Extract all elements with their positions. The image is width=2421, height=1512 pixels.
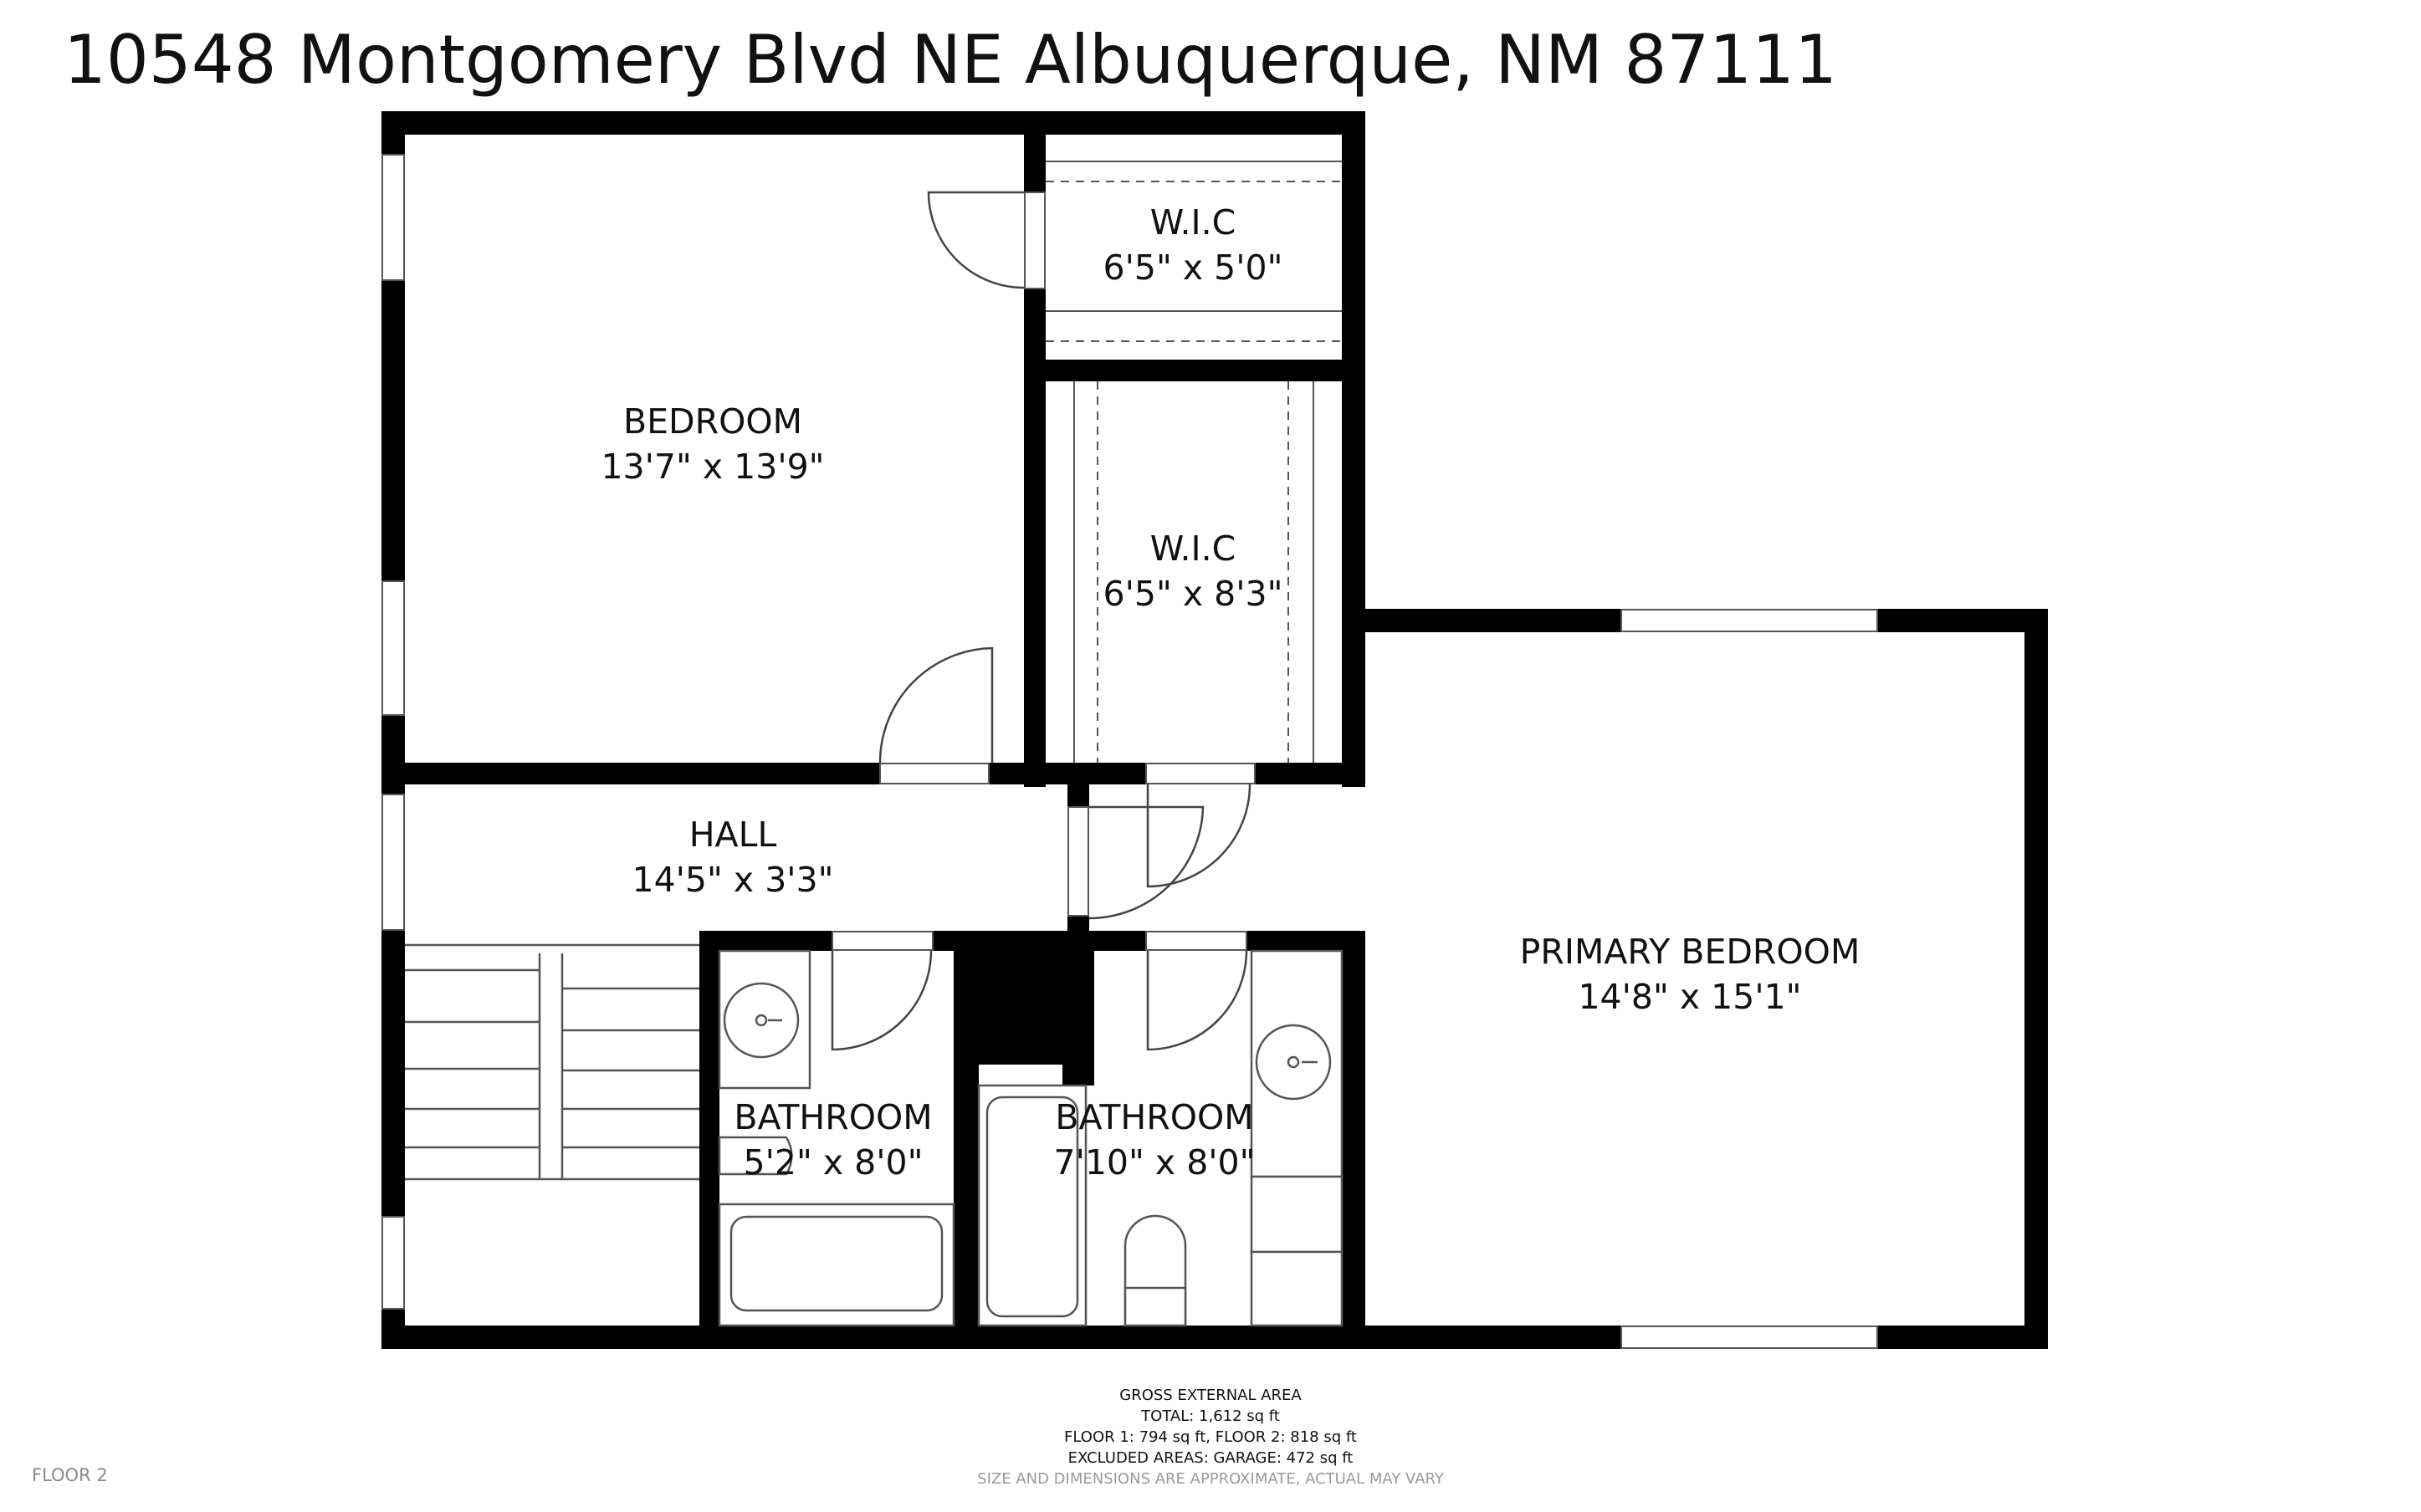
room-dims-hall: 14'5" x 3'3" bbox=[632, 860, 833, 900]
area-disclaimer: SIZE AND DIMENSIONS ARE APPROXIMATE, ACT… bbox=[977, 1470, 1444, 1488]
window bbox=[381, 154, 405, 281]
area-total: TOTAL: 1,612 sq ft bbox=[1141, 1407, 1280, 1425]
door-swing bbox=[1088, 805, 1205, 920]
wall bbox=[1046, 360, 1342, 381]
room-dims-bath-right: 7'10" x 8'0" bbox=[1053, 1142, 1255, 1183]
wall bbox=[381, 111, 405, 1349]
wall bbox=[699, 931, 719, 1349]
tub-basin bbox=[985, 1096, 1079, 1318]
openings bbox=[381, 154, 1878, 1349]
wall bbox=[1342, 111, 1365, 787]
doorway bbox=[832, 931, 934, 951]
doorway bbox=[879, 763, 990, 784]
room-labels: BEDROOM 13'7" x 13'9" W.I.C 6'5" x 5'0" … bbox=[601, 202, 1860, 1183]
tub-basin bbox=[729, 1215, 944, 1312]
address-title: 10548 Montgomery Blvd NE Albuquerque, NM… bbox=[64, 21, 1837, 99]
door-swing bbox=[927, 191, 1025, 289]
window bbox=[1620, 1326, 1878, 1349]
wall bbox=[1062, 931, 1094, 1085]
doorway bbox=[1145, 763, 1256, 784]
wall bbox=[381, 111, 1365, 135]
door-swings bbox=[831, 191, 1251, 1051]
wall bbox=[1342, 931, 1365, 1349]
window bbox=[381, 1216, 405, 1310]
door-swing bbox=[878, 646, 994, 764]
room-dims-primary: 14'8" x 15'1" bbox=[1578, 977, 1801, 1017]
drain-icon bbox=[755, 1014, 768, 1027]
wall bbox=[2024, 609, 2048, 1349]
room-name-bath-left: BATHROOM bbox=[734, 1097, 932, 1137]
door-swing bbox=[831, 950, 933, 1051]
window bbox=[381, 580, 405, 716]
room-name-bath-right: BATHROOM bbox=[1055, 1097, 1253, 1137]
area-floors: FLOOR 1: 794 sq ft, FLOOR 2: 818 sq ft bbox=[1064, 1428, 1357, 1446]
room-dims-wic-mid: 6'5" x 8'3" bbox=[1103, 574, 1283, 614]
closet-shelves bbox=[1046, 161, 1342, 763]
doorway bbox=[1024, 192, 1046, 289]
cabinet bbox=[1250, 1250, 1344, 1327]
room-name-hall: HALL bbox=[689, 815, 777, 855]
room-dims-bath-left: 5'2" x 8'0" bbox=[744, 1142, 924, 1183]
stairs bbox=[405, 943, 699, 1181]
wall bbox=[954, 931, 1079, 1065]
room-name-wic-mid: W.I.C bbox=[1150, 529, 1236, 569]
room-name-primary: PRIMARY BEDROOM bbox=[1520, 932, 1861, 972]
fixtures bbox=[718, 949, 1344, 1327]
door-swing bbox=[1146, 950, 1248, 1051]
area-heading: GROSS EXTERNAL AREA bbox=[1119, 1387, 1302, 1404]
window bbox=[381, 794, 405, 931]
toilet-icon bbox=[718, 1136, 793, 1176]
room-name-bedroom: BEDROOM bbox=[623, 401, 802, 442]
doorway bbox=[1145, 931, 1247, 951]
door-swing bbox=[1146, 784, 1251, 888]
floor-label: FLOOR 2 bbox=[32, 1465, 108, 1485]
area-excluded: EXCLUDED AREAS: GARAGE: 472 sq ft bbox=[1067, 1449, 1354, 1467]
drain-icon bbox=[1287, 1055, 1300, 1069]
room-dims-wic-top: 6'5" x 5'0" bbox=[1103, 248, 1283, 288]
room-dims-bedroom: 13'7" x 13'9" bbox=[601, 447, 824, 487]
doorway bbox=[1067, 806, 1089, 917]
toilet-tank bbox=[1123, 1286, 1187, 1327]
window bbox=[1620, 609, 1878, 632]
cabinet bbox=[1250, 1175, 1344, 1254]
room-name-wic-top: W.I.C bbox=[1150, 202, 1236, 243]
